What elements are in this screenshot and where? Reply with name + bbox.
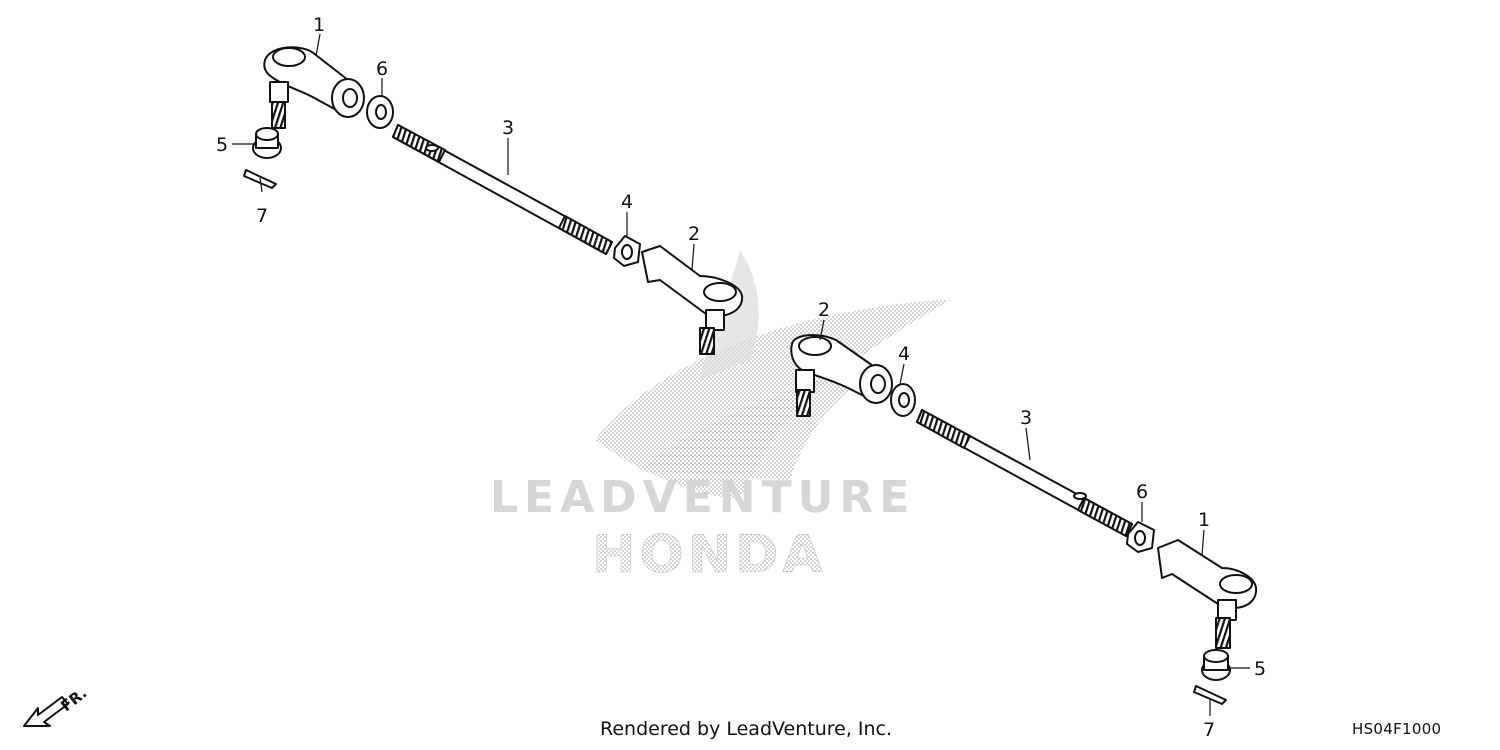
jam-nut-lower (1126, 521, 1155, 553)
front-label: FR. (57, 684, 90, 715)
lock-nut-lower (890, 383, 916, 417)
callout-3-upper: 3 (502, 117, 514, 139)
diagram-code: HS04F1000 (1352, 720, 1442, 738)
tie-rod-lower (916, 409, 1133, 537)
callout-4-lower: 4 (898, 343, 910, 365)
honda-wing-watermark (595, 250, 950, 500)
front-arrow-icon (23, 696, 69, 727)
callout-2-upper: 2 (688, 223, 700, 245)
leadventure-watermark-text: LEADVENTURE (490, 472, 915, 523)
callout-5-lower: 5 (1254, 658, 1266, 680)
lower-tie-rod-assembly (790, 334, 1258, 705)
callout-2-lower: 2 (818, 299, 830, 321)
tie-rod-end-outer-upper (263, 46, 365, 129)
honda-watermark-text: HONDA (592, 525, 827, 585)
cotter-pin-lower (1193, 685, 1227, 705)
upper-tie-rod-assembly (243, 46, 744, 355)
tie-rod-upper (392, 124, 613, 255)
front-direction-indicator: FR. (23, 684, 90, 727)
callout-1-lower: 1 (1198, 509, 1210, 531)
lock-nut-upper (613, 235, 641, 267)
tie-rod-end-outer-lower (1157, 539, 1258, 649)
watermark: LEADVENTURE HONDA (490, 250, 950, 585)
callout-3-lower: 3 (1020, 407, 1032, 429)
tie-rod-end-inner-lower (790, 334, 893, 417)
callout-7-lower: 7 (1203, 719, 1215, 741)
callout-6-lower: 6 (1136, 481, 1148, 503)
castle-nut-upper (252, 127, 282, 159)
callout-7-upper: 7 (256, 205, 268, 227)
callout-6-upper: 6 (376, 58, 388, 80)
callout-5-upper: 5 (216, 134, 228, 156)
tie-rod-end-inner-upper (641, 245, 744, 355)
render-credit: Rendered by LeadVenture, Inc. (600, 718, 893, 740)
jam-nut-upper (366, 95, 394, 129)
callout-4-upper: 4 (621, 191, 633, 213)
castle-nut-lower (1201, 649, 1231, 681)
leader-lines (232, 33, 1250, 716)
callout-labels: 1 6 5 7 3 4 2 2 4 3 6 1 5 7 (216, 14, 1266, 741)
callout-1-upper: 1 (313, 14, 325, 36)
